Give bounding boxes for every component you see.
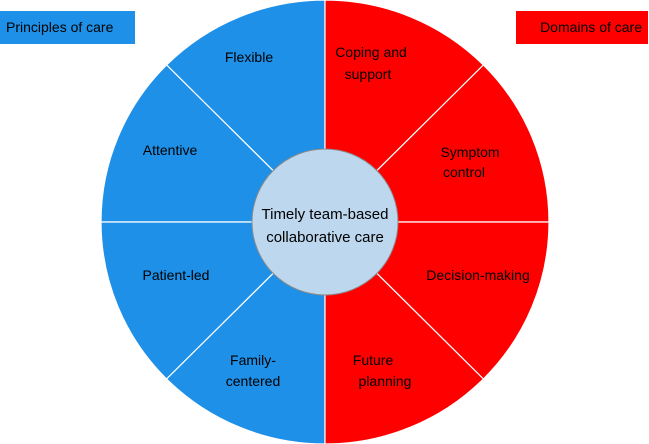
principles-legend: Principles of care — [0, 11, 135, 44]
label-future-line1: Future — [353, 352, 394, 368]
label-coping-line2: support — [345, 66, 392, 82]
label-patient-led: Patient-led — [143, 267, 210, 283]
label-decision-making: Decision-making — [426, 267, 529, 283]
label-future-line2: planning — [359, 373, 412, 389]
label-symptom-line2: control — [443, 164, 485, 180]
label-coping-line1: Coping and — [335, 44, 407, 60]
domains-legend-label: Domains of care — [540, 19, 642, 35]
label-family-centered-line1: Family- — [230, 352, 276, 368]
domains-legend: Domains of care — [516, 11, 648, 44]
label-flexible: Flexible — [225, 49, 273, 65]
center-circle — [251, 148, 399, 296]
label-family-centered-line2: centered — [226, 373, 280, 389]
label-attentive: Attentive — [143, 142, 198, 158]
center-label-line1: Timely team-based — [262, 206, 389, 223]
label-symptom-line1: Symptom — [440, 144, 499, 160]
principles-legend-label: Principles of care — [6, 19, 114, 35]
center-label-line2: collaborative care — [266, 229, 384, 246]
